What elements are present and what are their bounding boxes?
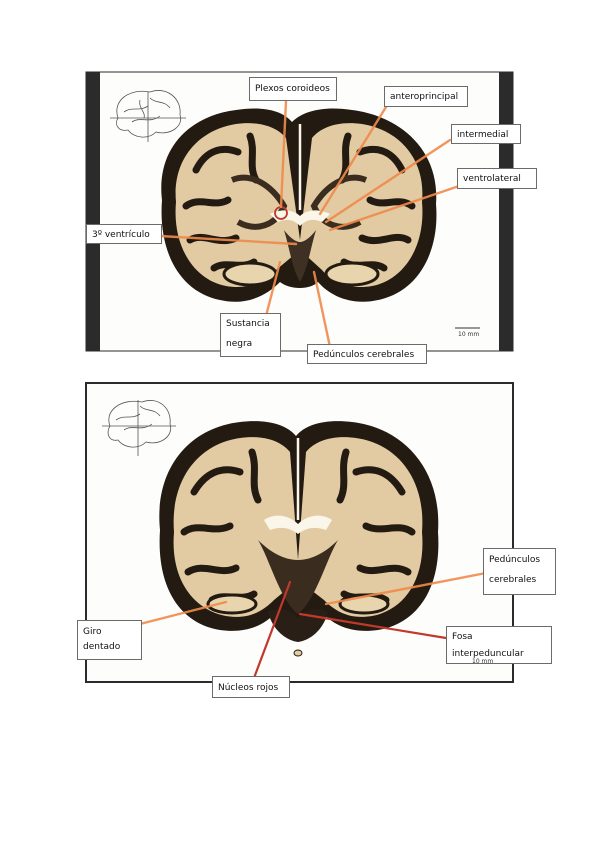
brain-thumbnail-icon [110, 90, 186, 142]
bottom-scale-label: 10 mm [472, 658, 494, 665]
bottom-brain-thumbnail-icon [102, 400, 176, 456]
label-plexos-coroideos: Plexos coroideos [249, 77, 337, 101]
top-scale-label: 10 mm [458, 331, 480, 338]
label-fosa-line2: interpeduncular [452, 649, 524, 660]
top-section-drawing [85, 71, 514, 352]
label-tercer-ventriculo: 3º ventrículo [86, 224, 162, 244]
label-nucleos-rojos: Núcleos rojos [212, 676, 290, 698]
top-brain-section [161, 108, 437, 302]
label-sustancia-line1: Sustancia [226, 319, 270, 329]
label-giro-line2: dentado [83, 642, 121, 653]
label-giro-line1: Giro [83, 627, 102, 637]
label-sustancia-line2: negra [226, 339, 253, 350]
label-pedunculos-line2: cerebrales [489, 575, 537, 586]
label-intermedial: intermedial [451, 124, 521, 144]
label-anteroprincipal: anteroprincipal [384, 86, 468, 107]
label-giro-dentado: Giro dentado [77, 620, 142, 660]
label-sustancia-negra: Sustancia negra [220, 313, 281, 357]
label-fosa-interpeduncular: Fosa interpeduncular [446, 626, 552, 664]
label-pedunculos-cerebrales-top: Pedúnculos cerebrales [307, 344, 427, 364]
label-ventrolateral: ventrolateral [457, 168, 537, 189]
label-fosa-line1: Fosa [452, 632, 473, 642]
top-frame-left-bar [86, 72, 100, 351]
bottom-leader-lines [138, 571, 488, 680]
top-leader-lines [158, 99, 464, 349]
label-pedunculos-line1: Pedúnculos [489, 555, 541, 565]
bottom-panel: Pedúnculos cerebrales Giro dentado Fosa … [0, 370, 599, 700]
bottom-section-drawing [85, 382, 514, 683]
bottom-brain-section [159, 421, 439, 657]
top-frame-right-bar [499, 72, 513, 351]
top-panel: Plexos coroideos anteroprincipal interme… [0, 0, 599, 370]
label-pedunculos-cerebrales-bottom: Pedúnculos cerebrales [483, 548, 556, 595]
